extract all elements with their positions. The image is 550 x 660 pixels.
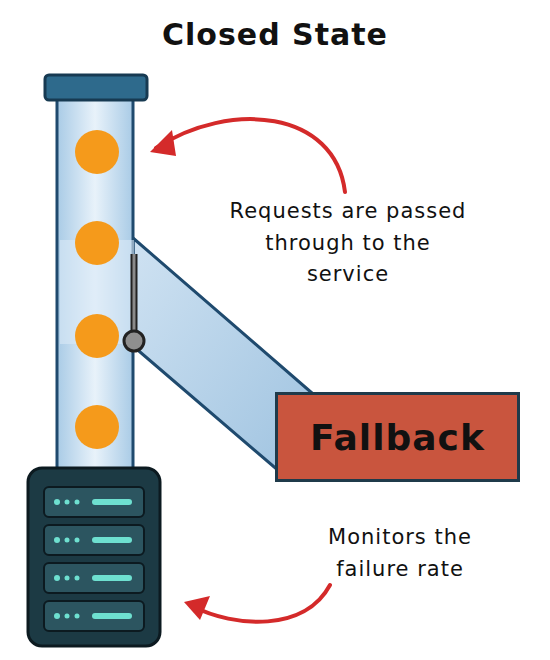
annotation-text: Requests are passed through to the servi… [228, 196, 468, 291]
annotation-text: Monitors the failure rate [300, 522, 500, 585]
switch-lever [131, 254, 138, 338]
server-slots [44, 487, 144, 631]
switch-lever [133, 254, 136, 338]
callout-arrow [156, 119, 345, 192]
arrow-head [184, 596, 210, 620]
diagram-title: Closed State [0, 12, 550, 57]
fallback-box: Fallback [275, 392, 520, 482]
node-label: Fallback [310, 417, 485, 458]
callout-arrow [192, 585, 330, 622]
main-tube [57, 95, 133, 473]
request-ball [75, 221, 119, 265]
request-ball [75, 405, 119, 449]
request-ball [75, 130, 119, 174]
switch-pivot [124, 331, 144, 351]
tube-cap [45, 75, 147, 100]
request-ball [75, 314, 119, 358]
arrow-head [150, 130, 176, 156]
server-icon [28, 468, 160, 646]
